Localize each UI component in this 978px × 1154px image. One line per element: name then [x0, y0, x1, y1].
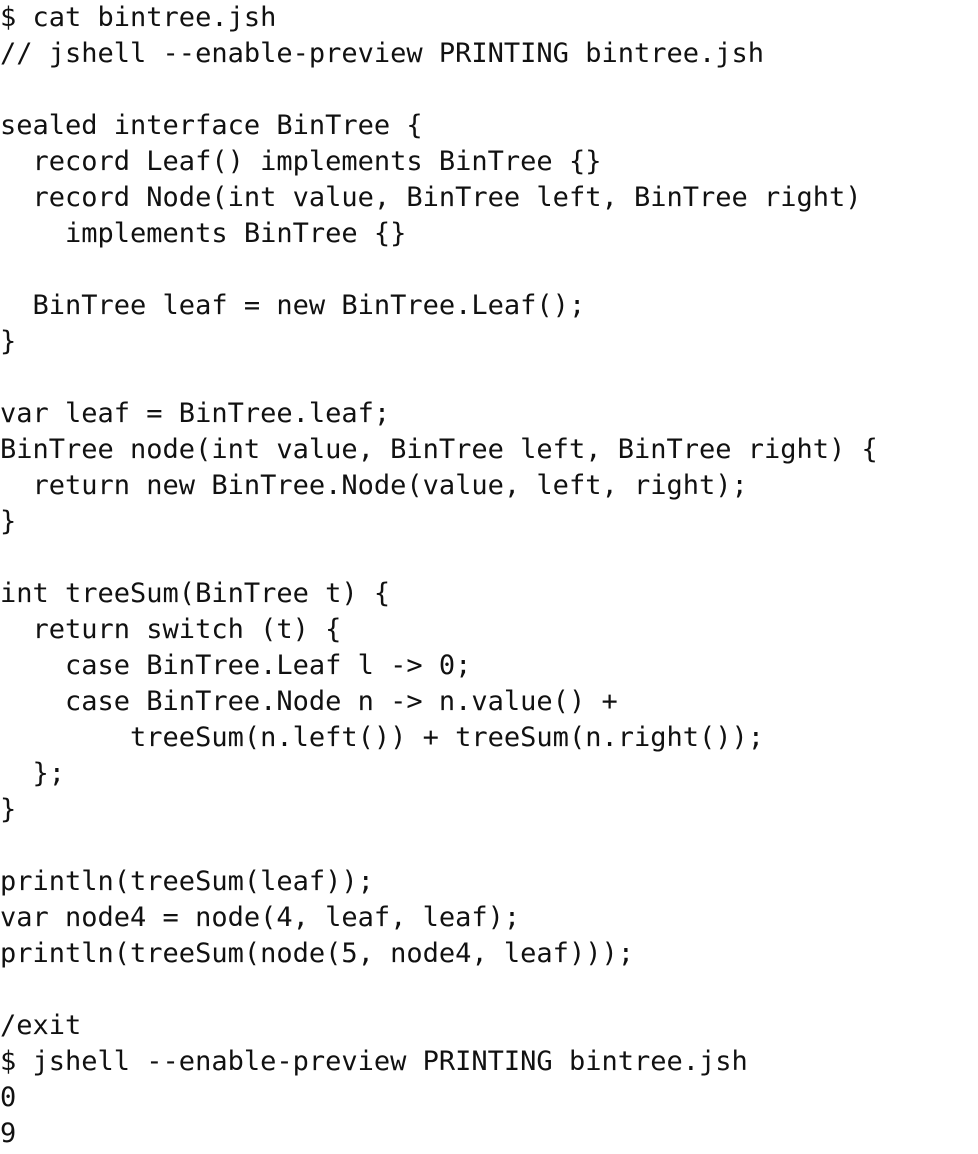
- code-line: treeSum(n.left()) + treeSum(n.right());: [0, 722, 765, 753]
- code-line: int treeSum(BinTree t) {: [0, 578, 391, 609]
- code-line: record Node(int value, BinTree left, Bin…: [0, 182, 862, 213]
- code-line: BinTree node(int value, BinTree left, Bi…: [0, 434, 878, 465]
- code-line: implements BinTree {}: [0, 218, 407, 249]
- code-line: var leaf = BinTree.leaf;: [0, 398, 391, 429]
- code-line: };: [0, 758, 66, 789]
- command-prompt-line: $ jshell --enable-preview PRINTING bintr…: [0, 1046, 748, 1077]
- command-prompt-line: $ cat bintree.jsh: [0, 2, 277, 33]
- blank-line: [0, 972, 978, 1008]
- code-line: BinTree leaf = new BinTree.Leaf();: [0, 290, 586, 321]
- code-line: return switch (t) {: [0, 614, 342, 645]
- blank-line: [0, 252, 978, 288]
- code-line: println(treeSum(node(5, node4, leaf)));: [0, 938, 634, 969]
- blank-line: [0, 540, 978, 576]
- code-line: case BinTree.Leaf l -> 0;: [0, 650, 472, 681]
- code-line: return new BinTree.Node(value, left, rig…: [0, 470, 748, 501]
- code-line: sealed interface BinTree {: [0, 110, 423, 141]
- output-line: 9: [0, 1118, 17, 1149]
- code-line: record Leaf() implements BinTree {}: [0, 146, 602, 177]
- blank-line: [0, 72, 978, 108]
- code-line: var node4 = node(4, leaf, leaf);: [0, 902, 521, 933]
- output-line: 0: [0, 1082, 17, 1113]
- blank-line: [0, 828, 978, 864]
- code-comment-line: // jshell --enable-preview PRINTING bint…: [0, 38, 765, 69]
- code-line: }: [0, 506, 17, 537]
- command-line: /exit: [0, 1010, 82, 1041]
- code-line: case BinTree.Node n -> n.value() +: [0, 686, 618, 717]
- code-line: }: [0, 794, 17, 825]
- code-line: println(treeSum(leaf));: [0, 866, 374, 897]
- blank-line: [0, 360, 978, 396]
- code-line: }: [0, 326, 17, 357]
